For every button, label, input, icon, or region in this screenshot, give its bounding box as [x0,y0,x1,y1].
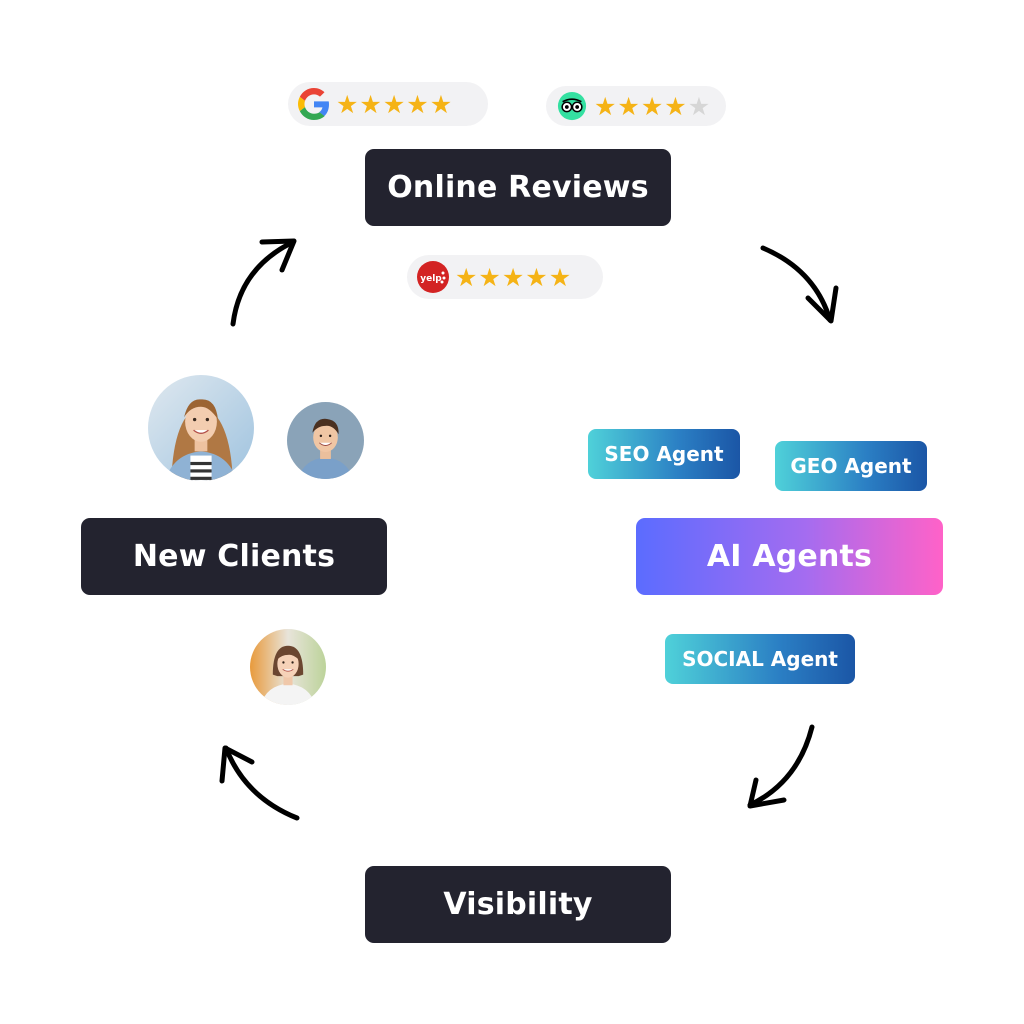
client-avatar [250,629,326,705]
arrow-agents-to-visibility [750,727,812,806]
seo-agent-tag: SEO Agent [588,429,740,479]
social-agent-label: SOCIAL Agent [682,647,838,671]
star-filled-icon: ★ [664,94,686,119]
google-icon [298,88,330,120]
visibility-label: Visibility [443,887,592,922]
google-review-pill: ★★★★★ [288,82,488,126]
ai-agents-node: AI Agents [636,518,943,595]
star-filled-icon: ★ [336,92,358,117]
star-filled-icon: ★ [478,265,500,290]
geo-agent-label: GEO Agent [790,454,911,478]
rating-stars: ★★★★★ [336,92,452,117]
star-empty-icon: ★ [688,94,710,119]
star-filled-icon: ★ [617,94,639,119]
new-clients-node: New Clients [81,518,387,595]
rating-stars: ★★★★★ [594,94,710,119]
star-filled-icon: ★ [549,265,571,290]
star-filled-icon: ★ [641,94,663,119]
new-clients-label: New Clients [133,539,335,574]
ai-agents-label: AI Agents [707,539,872,574]
client-avatar [148,375,254,481]
tripadvisor-review-pill: ★★★★★ [546,86,726,126]
geo-agent-tag: GEO Agent [775,441,927,491]
star-filled-icon: ★ [430,92,452,117]
star-filled-icon: ★ [502,265,524,290]
social-agent-tag: SOCIAL Agent [665,634,855,684]
seo-agent-label: SEO Agent [604,442,723,466]
client-avatar [287,402,364,479]
star-filled-icon: ★ [359,92,381,117]
online-reviews-node: Online Reviews [365,149,671,226]
arrow-clients-to-reviews [233,241,294,324]
tripadvisor-icon [556,90,588,122]
star-filled-icon: ★ [594,94,616,119]
arrow-visibility-to-clients [222,748,297,818]
yelp-icon: yelp [417,261,449,293]
star-filled-icon: ★ [406,92,428,117]
online-reviews-label: Online Reviews [387,170,649,205]
star-filled-icon: ★ [383,92,405,117]
yelp-logo-text: yelp [420,274,442,284]
arrow-reviews-to-agents [763,248,836,321]
star-filled-icon: ★ [455,265,477,290]
yelp-review-pill: yelp ★★★★★ [407,255,603,299]
visibility-node: Visibility [365,866,671,943]
rating-stars: ★★★★★ [455,265,571,290]
star-filled-icon: ★ [525,265,547,290]
